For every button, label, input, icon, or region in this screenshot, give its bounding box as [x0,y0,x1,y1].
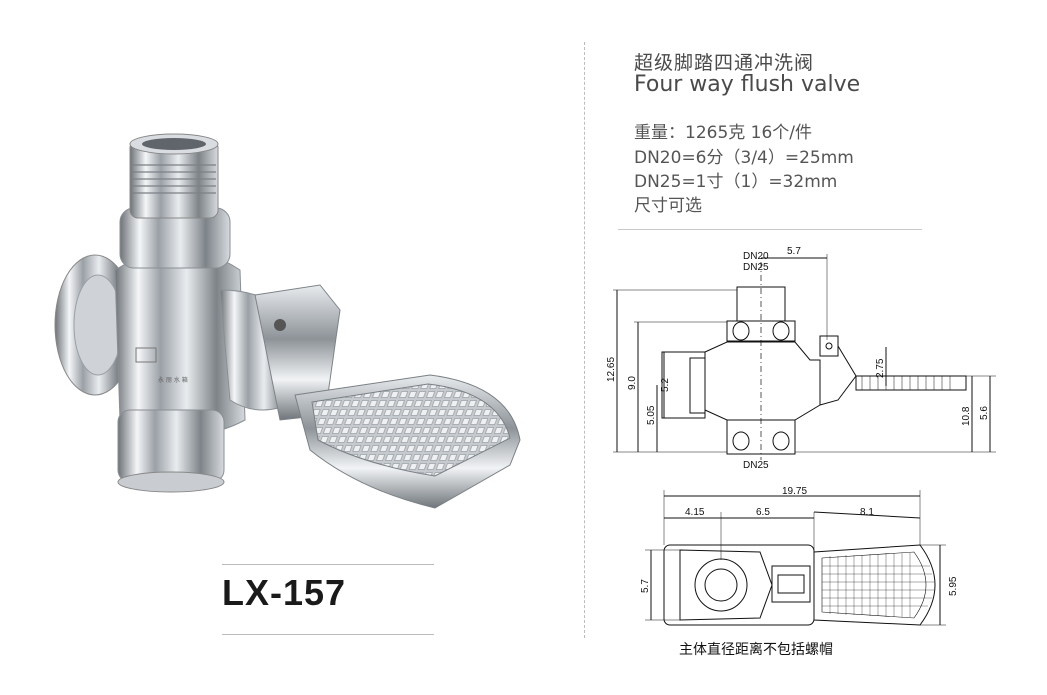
dim-body-height: 9.0 [627,376,638,390]
dim-pedal-height-b: 5.6 [979,406,990,420]
dim-top-left-height: 5.7 [640,579,651,593]
dim-total-length: 19.75 [782,486,807,497]
model-number: LX-157 [222,572,347,613]
spec-size-optional: 尺寸可选 [634,196,702,216]
dim-total-height: 12.65 [606,357,617,382]
drawing-caption: 主体直径距离不包括螺帽 [679,642,833,658]
spec-dn20: DN20=6分（3/4）=25mm [634,148,854,168]
dim-top-right-height: 5.95 [948,576,959,596]
dim-segment-a: 4.15 [685,507,705,518]
dim-dn25-top-label: DN25 [743,262,769,273]
spec-weight: 重量：1265克 16个/件 [634,123,813,143]
model-rule-bottom [222,634,434,635]
spec-dn25: DN25=1寸（1）=32mm [634,172,838,192]
dim-pedal-arm: 2.75 [875,358,886,378]
model-rule-top [222,564,434,565]
dim-pedal-height-a: 10.8 [961,406,972,426]
dim-lower: 5.05 [646,405,657,425]
vertical-divider [584,42,585,638]
dim-segment-b: 6.5 [756,507,770,518]
spec-divider [618,229,922,230]
dim-top-width: 5.7 [787,246,801,257]
technical-drawings: DN20 DN25 5.7 DN25 12.65 9.0 5.2 5.05 2.… [606,246,996,626]
product-photo: 永 丽 水 箱 [54,133,521,509]
product-title-cn: 超级脚踏四通冲洗阀 [634,52,815,74]
dim-dn25-bottom-label: DN25 [743,460,769,471]
dim-inlet: 5.2 [660,378,671,392]
body-logo-text: 永 丽 水 箱 [158,376,188,384]
dim-segment-c: 8.1 [860,507,874,518]
product-title-en: Four way flush valve [634,72,861,97]
dim-dn20-label: DN20 [743,251,769,262]
